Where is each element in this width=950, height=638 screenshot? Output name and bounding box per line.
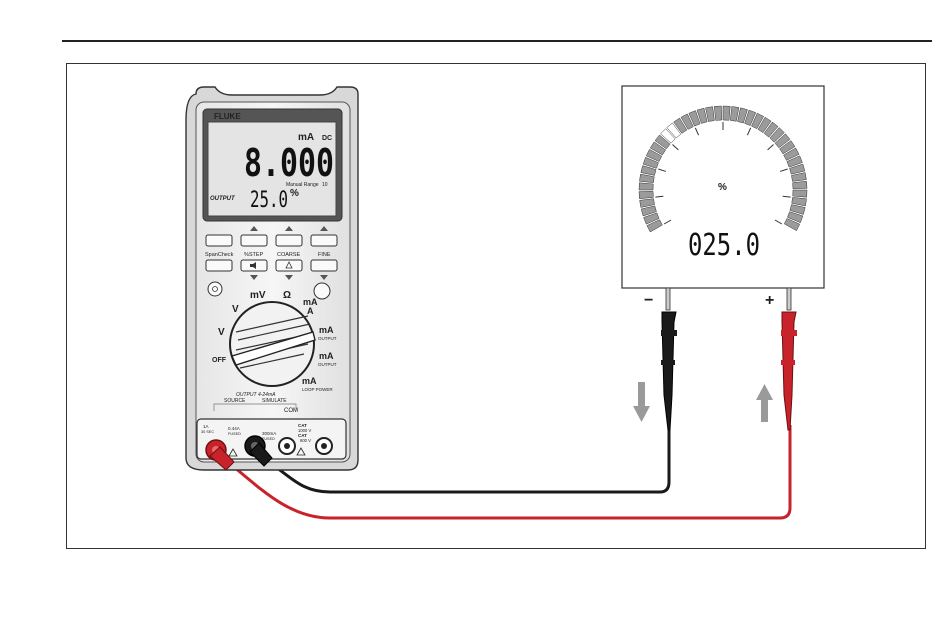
dial-loop-power-label: LOOP POWER xyxy=(302,387,333,392)
range-number: 10 xyxy=(322,182,328,188)
gauge-segment xyxy=(793,181,807,188)
brand-logo: FLUKE xyxy=(214,112,241,121)
display-unit: % xyxy=(718,182,727,193)
primary-reading: 8.000 xyxy=(244,141,334,185)
dial-ma-output2-label: mA xyxy=(319,351,334,361)
output-label: OUTPUT xyxy=(210,196,236,202)
gauge-segment xyxy=(714,106,721,120)
gauge-segment xyxy=(723,106,730,120)
dial-ma-output-label: mA xyxy=(319,325,334,335)
btn-fine-label: FINE xyxy=(318,252,331,258)
dial-mv-label: mV xyxy=(250,290,266,301)
button-4[interactable] xyxy=(311,235,337,246)
btn-step-label: %STEP xyxy=(244,252,264,258)
positive-terminal xyxy=(787,288,791,310)
multimeter: FLUKE mA DC 8.000 Manual Range 10 OUTPUT… xyxy=(186,87,358,470)
negative-terminal xyxy=(666,288,670,310)
jack2-label: 0.44A xyxy=(228,426,240,431)
dial-output2-label: OUTPUT xyxy=(318,362,337,367)
dial-a-label: A xyxy=(307,306,314,316)
gauge-segment xyxy=(793,190,807,197)
red-probe[interactable] xyxy=(781,312,797,430)
simulate-label: SIMULATE xyxy=(262,398,287,404)
button-2[interactable] xyxy=(241,235,267,246)
jack1-label: 1A xyxy=(203,424,209,429)
button-8[interactable] xyxy=(311,260,337,271)
com-label: COM xyxy=(284,408,298,414)
positive-terminal-label: + xyxy=(765,292,774,309)
up-arrow-icon xyxy=(756,384,773,422)
secondary-unit: % xyxy=(290,188,299,199)
cat-label-4: 600 V xyxy=(300,438,311,443)
gauge-segment xyxy=(639,191,653,198)
button-1[interactable] xyxy=(206,235,232,246)
black-probe[interactable] xyxy=(661,312,677,430)
jack1-sublabel: 30 SEC xyxy=(201,430,214,434)
display-value: 025.0 xyxy=(688,228,760,263)
dial-ma-loop-label: mA xyxy=(302,376,317,386)
gauge-segment xyxy=(639,183,653,190)
source-label: SOURCE xyxy=(224,398,246,404)
dial-off-label: OFF xyxy=(212,357,227,364)
button-3[interactable] xyxy=(276,235,302,246)
jack-volts-hole xyxy=(321,443,327,449)
btn-spancheck-label: SpanCheck xyxy=(205,252,234,258)
backlight-button[interactable] xyxy=(208,282,222,296)
negative-terminal-label: − xyxy=(644,292,653,309)
jack3-label: 300mA xyxy=(262,431,276,436)
button-5[interactable] xyxy=(206,260,232,271)
btn-coarse-label: COARSE xyxy=(277,252,301,258)
down-arrow-icon xyxy=(633,382,650,422)
panel-indicator: % 025.0 − + xyxy=(622,86,824,309)
dial-output-label: OUTPUT xyxy=(318,336,337,341)
dial-v-dc-label: V xyxy=(232,304,239,315)
jack-300ma-hole xyxy=(284,443,290,449)
rotary-switch[interactable] xyxy=(230,302,315,386)
dial-ohm-label: Ω xyxy=(283,290,291,301)
jack2-sublabel: FUSED xyxy=(228,432,241,436)
dial-v-ac-label: V xyxy=(218,327,225,338)
secondary-reading: 25.0 xyxy=(250,188,288,213)
